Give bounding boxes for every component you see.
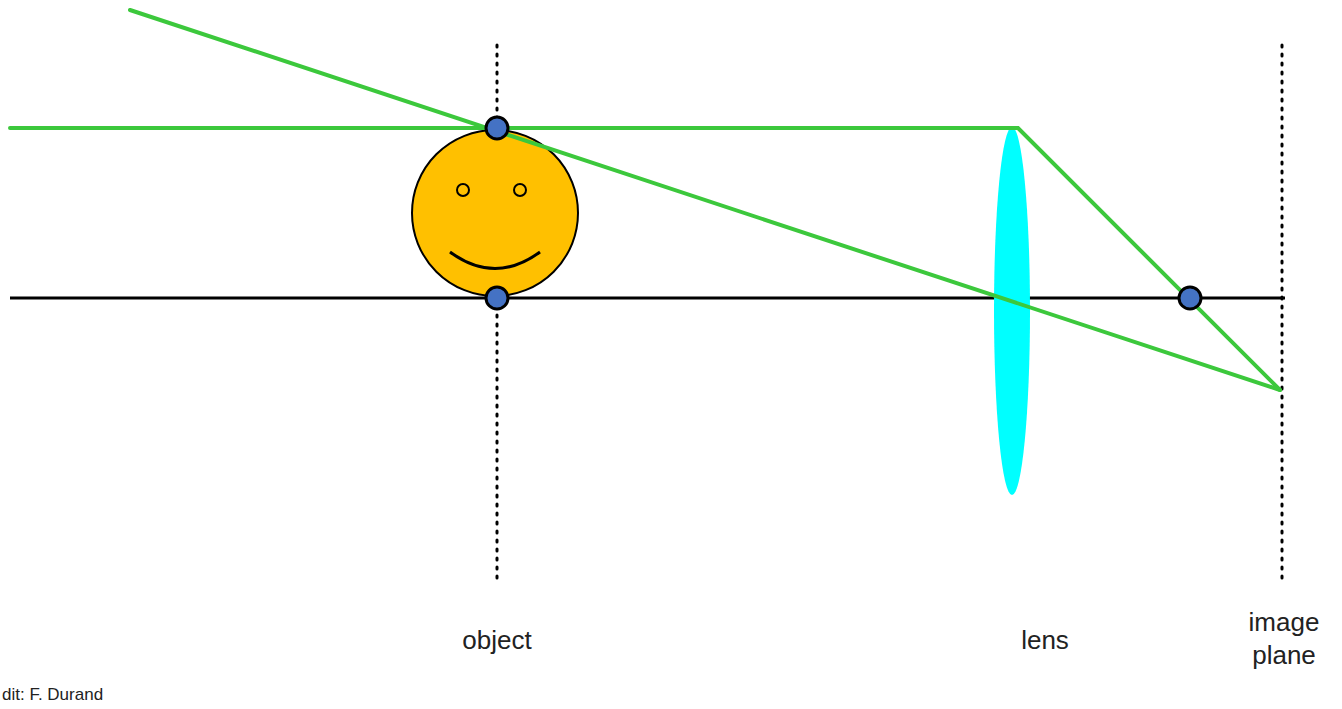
optical-axis (10, 297, 1285, 300)
image-plane-line (1281, 45, 1284, 580)
lens-shape (994, 127, 1030, 495)
smiley-object (412, 130, 578, 296)
ray-points (486, 117, 1201, 309)
object-label: object (427, 624, 567, 657)
light-rays (10, 10, 1280, 390)
credit-note: dit: F. Durand (2, 684, 202, 705)
lens-label: lens (985, 624, 1105, 657)
image-plane-label: image plane (1242, 606, 1326, 671)
